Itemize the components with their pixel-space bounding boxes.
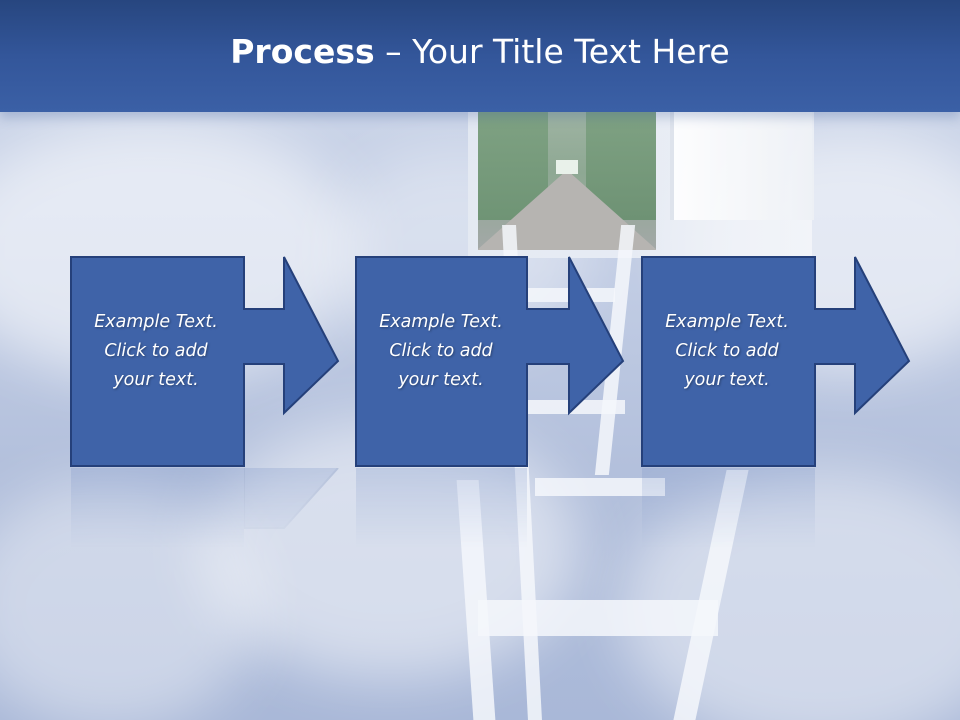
- step-text-line: Click to add: [104, 341, 208, 361]
- step-text-line: Example Text.: [94, 312, 218, 332]
- title-rest: – Your Title Text Here: [374, 32, 730, 71]
- step-text-line: Click to add: [675, 341, 779, 361]
- step-arrow-shape: [641, 256, 911, 467]
- step-text-line: Example Text.: [665, 312, 789, 332]
- step-reflection: [355, 468, 625, 548]
- step-text[interactable]: Example Text. Click to add your text.: [641, 308, 813, 395]
- step-reflection: [70, 468, 340, 548]
- ladder-rung: [478, 600, 718, 636]
- step-text-line: Example Text.: [379, 312, 503, 332]
- step-reflection: [641, 468, 911, 548]
- step-text-line: your text.: [113, 370, 199, 390]
- step-arrow-shape: [70, 256, 340, 467]
- distant-house: [556, 160, 578, 174]
- title-bar: Process – Your Title Text Here: [0, 0, 960, 112]
- slide-title[interactable]: Process – Your Title Text Here: [0, 29, 960, 75]
- step-text-line: your text.: [398, 370, 484, 390]
- title-bold: Process: [230, 32, 375, 71]
- process-step-3[interactable]: Example Text. Click to add your text.: [641, 256, 911, 468]
- process-step-2[interactable]: Example Text. Click to add your text.: [355, 256, 625, 468]
- step-text[interactable]: Example Text. Click to add your text.: [355, 308, 527, 395]
- cloud-background: [620, 470, 960, 720]
- step-arrow-shape: [355, 256, 625, 467]
- step-text-line: your text.: [684, 370, 770, 390]
- step-text-line: Click to add: [389, 341, 493, 361]
- step-text[interactable]: Example Text. Click to add your text.: [70, 308, 242, 395]
- ladder-rung: [535, 478, 665, 496]
- open-door: [670, 110, 814, 220]
- process-step-1[interactable]: Example Text. Click to add your text.: [70, 256, 340, 468]
- cloud-background: [0, 480, 260, 720]
